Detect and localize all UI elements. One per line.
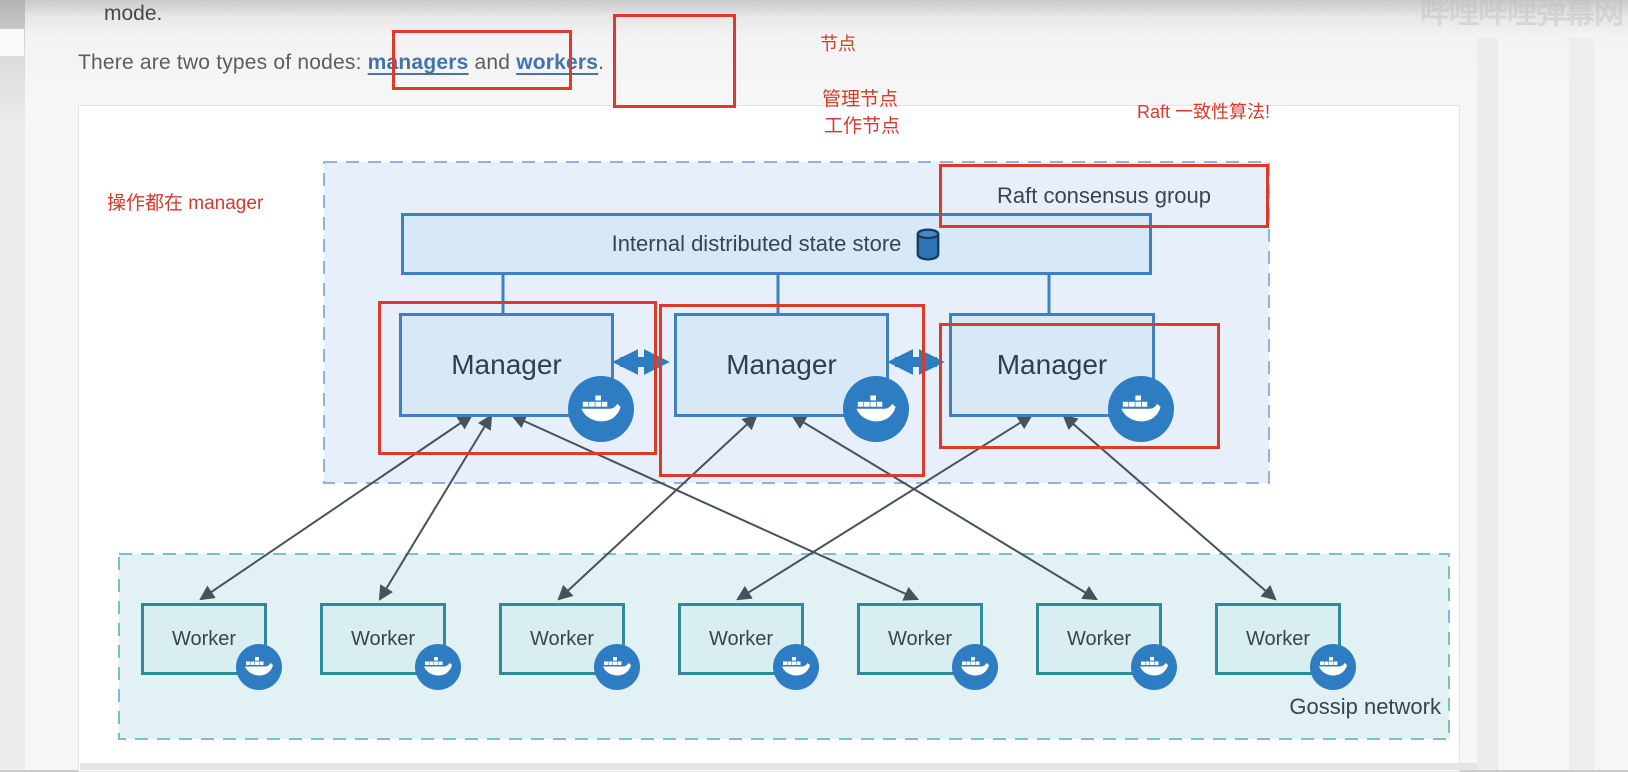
figure-card: Internal distributed state store Manager… <box>78 105 1460 772</box>
docker-whale-icon <box>1131 644 1177 690</box>
docker-whale-icon <box>236 644 282 690</box>
annotation-frame-workers <box>613 14 736 108</box>
sentence-prefix: There are two types of nodes: <box>78 51 368 74</box>
docker-whale-icon <box>594 644 640 690</box>
sentence-conjunction: and <box>468 51 517 74</box>
docker-whale-icon <box>773 644 819 690</box>
workers-link[interactable]: workers <box>516 51 599 74</box>
manager-label: Manager <box>726 349 837 380</box>
state-store-box: Internal distributed state store <box>401 213 1152 275</box>
database-icon <box>917 227 940 261</box>
sentence-period: . <box>598 51 605 74</box>
worker-label: Worker <box>1245 627 1311 650</box>
docker-whale-icon <box>415 644 461 690</box>
annotation-frame-manager-1 <box>378 301 657 455</box>
annotation-manager-node: 管理节点 <box>822 89 899 110</box>
watermark: 哔哩哔哩弹幕网 <box>1420 0 1624 30</box>
page-left-gutter <box>0 0 25 770</box>
page-bottom-divider <box>80 763 1477 770</box>
docker-whale-icon <box>1310 644 1356 690</box>
annotation-nodes: 节点 <box>820 34 856 54</box>
raft-consensus-group-frame: Raft consensus group <box>939 164 1269 228</box>
page-right-stripe-inner <box>1477 38 1498 770</box>
annotation-worker-node: 工作节点 <box>824 116 901 137</box>
raft-consensus-label: Raft consensus group <box>996 183 1212 208</box>
manager-node-2: Manager <box>674 313 889 417</box>
annotation-raft-algorithm: Raft 一致性算法! <box>1137 102 1271 122</box>
annotation-frame-manager-3 <box>939 323 1220 449</box>
worker-label: Worker <box>529 627 595 650</box>
annotation-frame-managers <box>392 30 572 90</box>
manager-label: Manager <box>996 349 1108 380</box>
manager-label: Manager <box>451 349 562 380</box>
worker-label: Worker <box>350 627 416 650</box>
annotation-ops-on-manager: 操作都在 manager <box>107 193 264 214</box>
docker-whale-icon <box>952 644 998 690</box>
annotation-frame-manager-2 <box>659 304 925 477</box>
worker-label: Worker <box>1066 627 1132 650</box>
gossip-network-label: Gossip network <box>1289 694 1441 719</box>
worker-label: Worker <box>708 627 774 650</box>
worker-node-7: Worker <box>1215 603 1341 675</box>
state-store-label: Internal distributed state store <box>611 231 902 256</box>
page-right-stripe-outer <box>1569 38 1594 770</box>
page-left-notch <box>0 29 24 56</box>
worker-label: Worker <box>171 627 237 650</box>
paragraph-fragment: mode. <box>104 2 163 25</box>
worker-label: Worker <box>887 627 953 650</box>
